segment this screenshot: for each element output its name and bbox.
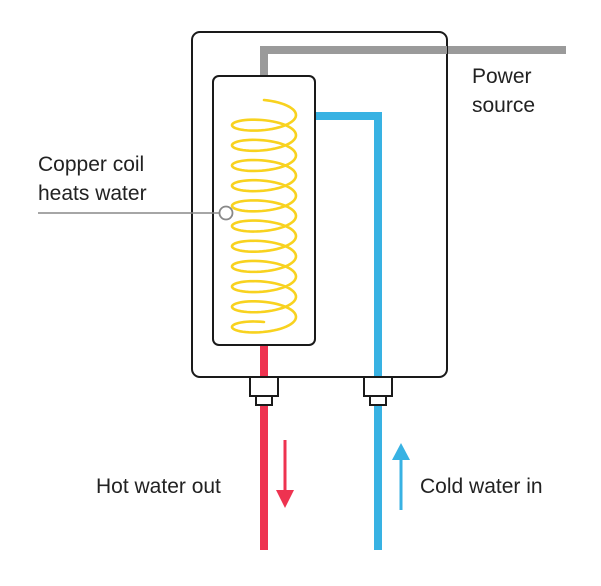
copper-coil — [230, 98, 298, 334]
cold-pipe-fitting — [363, 376, 393, 406]
coil-leader-marker — [218, 205, 234, 221]
cold-water-in-label: Cold water in — [420, 475, 543, 498]
power-source-label-line1: Power — [472, 65, 532, 88]
hot-pipe-fitting — [249, 376, 279, 406]
copper-coil-label-line1: Copper coil — [38, 153, 145, 176]
hot-water-out-label: Hot water out — [96, 475, 221, 498]
arrow-up-icon — [392, 443, 410, 510]
arrow-down-icon — [276, 440, 294, 508]
copper-coil-label-line2: heats water — [38, 182, 147, 205]
power-source-label: Power source — [472, 62, 535, 120]
copper-coil-label: Copper coil heats water — [38, 150, 147, 208]
power-source-label-line2: source — [472, 94, 536, 117]
